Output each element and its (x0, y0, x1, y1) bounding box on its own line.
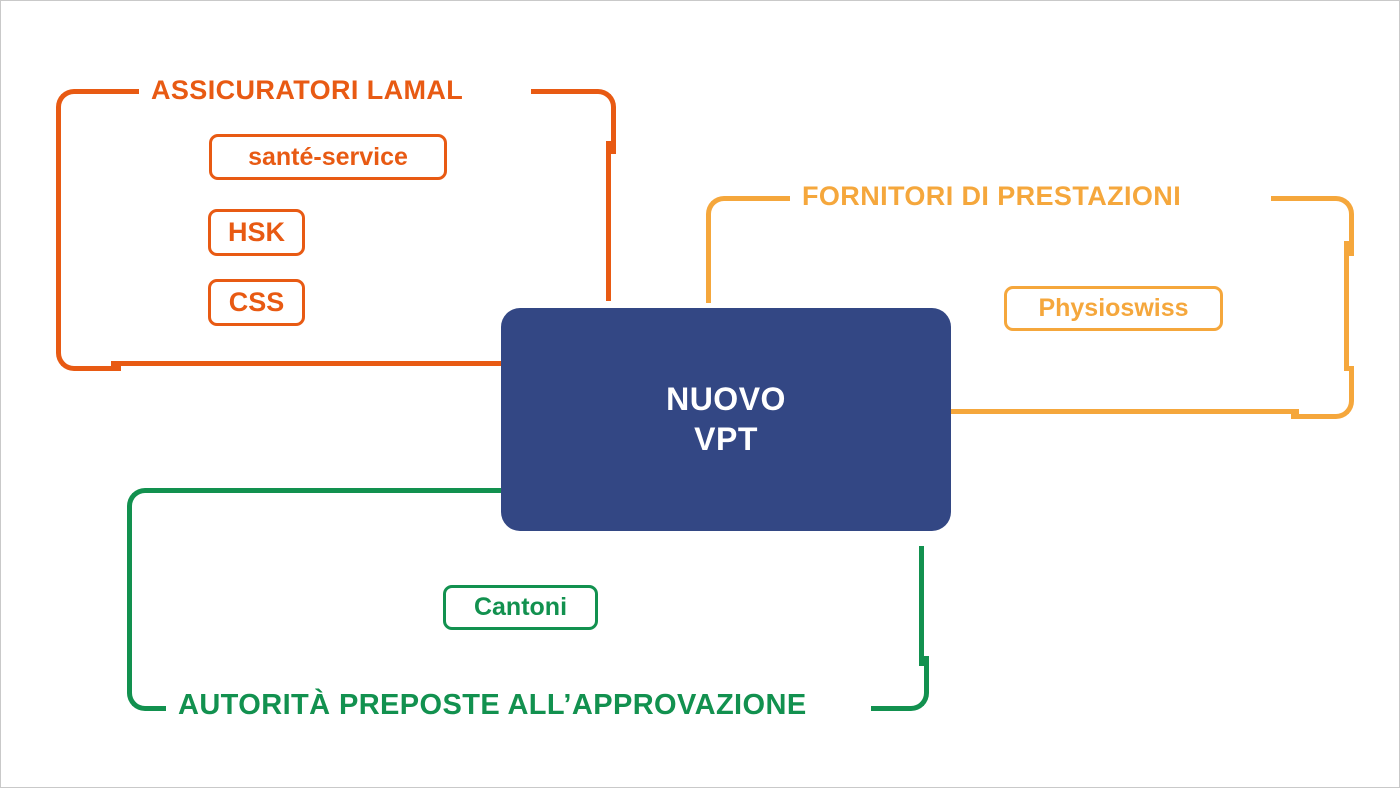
center-node-line-2: VPT (694, 420, 758, 457)
insurers-bracket-left-edge (56, 141, 61, 346)
providers-bracket-top-left-corner (706, 196, 791, 256)
node-css[interactable]: CSS (208, 279, 305, 326)
authorities-bracket-right-edge (919, 546, 924, 666)
providers-bracket-right-edge (1344, 241, 1349, 371)
center-node-line-1: NUOVO (666, 381, 786, 418)
node-sante-service[interactable]: santé-service (209, 134, 447, 180)
insurers-bracket-right-connector (606, 141, 611, 301)
providers-bracket-bottom-right-corner (1291, 366, 1354, 419)
group-title-authorities: AUTORITÀ PREPOSTE ALL’APPROVAZIONE (166, 691, 819, 720)
authorities-bracket-top-left-corner (127, 488, 202, 548)
node-physioswiss[interactable]: Physioswiss (1004, 286, 1223, 331)
providers-bracket-bottom-edge (949, 409, 1299, 414)
insurers-bracket-bottom-left-corner (56, 321, 121, 371)
insurers-bracket-bottom-edge (111, 361, 507, 366)
node-cantoni[interactable]: Cantoni (443, 585, 598, 630)
insurers-bracket-top-right-corner (531, 89, 616, 154)
node-hsk[interactable]: HSK (208, 209, 305, 256)
group-title-providers: FORNITORI DI PRESTAZIONI (790, 183, 1194, 210)
authorities-bracket-top-edge (181, 488, 506, 493)
authorities-bracket-left-edge (127, 536, 132, 666)
group-title-insurers: ASSICURATORI LAMAL (139, 77, 476, 104)
authorities-bracket-bottom-right-corner (871, 656, 929, 711)
providers-bracket-top-right-corner (1271, 196, 1354, 256)
authorities-bracket-bottom-left-corner (127, 656, 184, 711)
insurers-bracket-top-left-corner (56, 89, 181, 154)
providers-bracket-left-connector (706, 241, 711, 303)
center-node-nuovo-vpt[interactable]: NUOVO VPT (501, 308, 951, 531)
